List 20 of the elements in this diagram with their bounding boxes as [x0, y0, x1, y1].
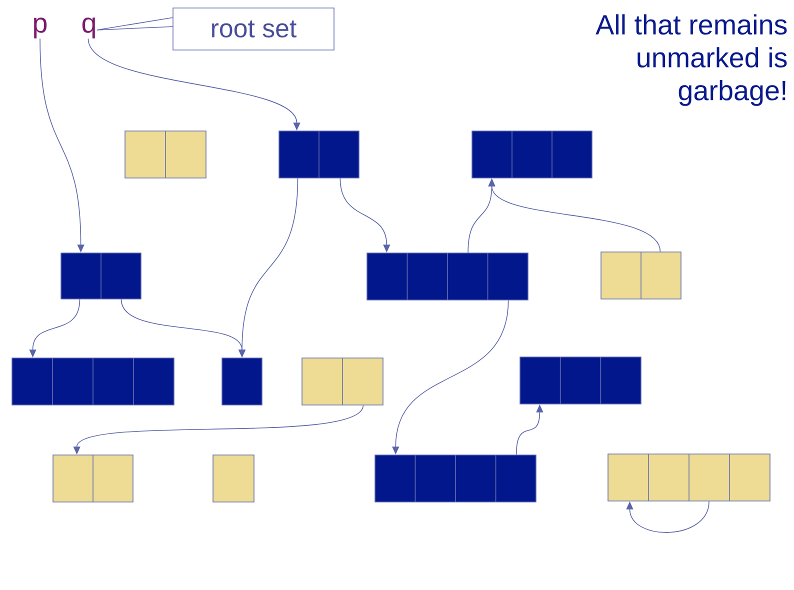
- record-box: [212, 454, 254, 502]
- variable-label: q: [82, 18, 95, 38]
- slide-heading: All that remains unmarked is garbage!: [596, 14, 787, 106]
- arrow: [626, 500, 710, 533]
- record-box: [520, 356, 642, 404]
- record-box: [374, 454, 536, 502]
- record-box: [124, 130, 206, 178]
- leader-line: [96, 17, 173, 30]
- record-box: [366, 252, 528, 300]
- callout-box: root set: [172, 8, 334, 50]
- record-box: [222, 358, 262, 406]
- variable-label: p: [34, 18, 47, 38]
- record-box: [302, 358, 384, 406]
- record-box: [608, 454, 770, 502]
- record-box: [600, 252, 682, 300]
- record-box: [12, 358, 174, 406]
- record-box: [472, 130, 592, 178]
- record-box: [278, 130, 360, 178]
- record-box: [60, 252, 142, 300]
- record-box: [52, 454, 134, 502]
